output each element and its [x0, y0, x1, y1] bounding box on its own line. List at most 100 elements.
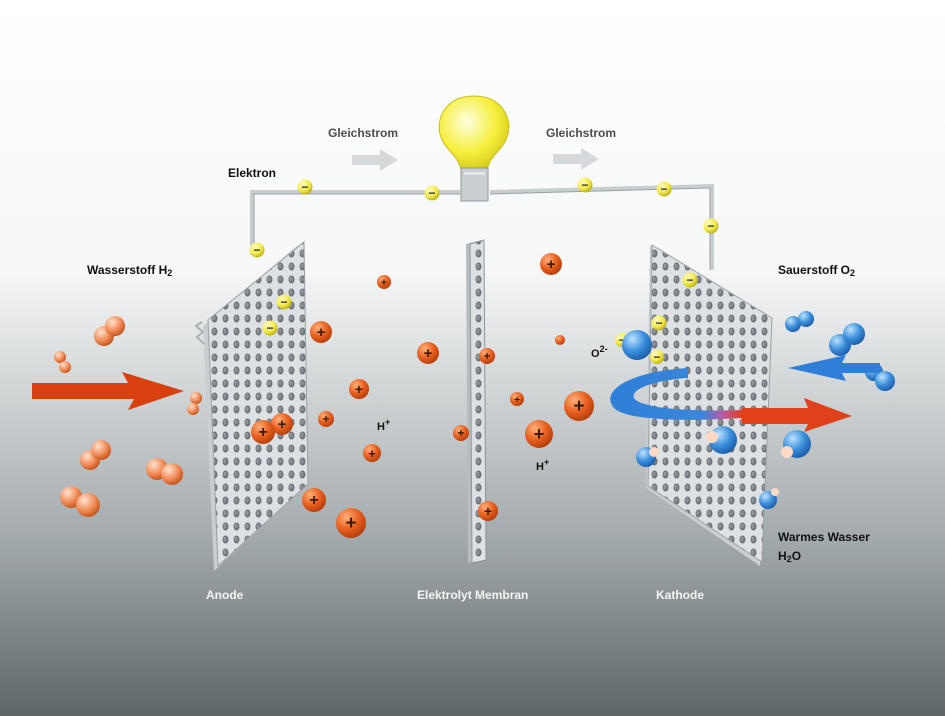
oxygen-molecule-icon	[622, 330, 652, 360]
proton-label-right-text: H	[536, 461, 544, 473]
hydrogen-label: Wasserstoff H2	[87, 263, 172, 278]
proton-icon: +	[453, 425, 469, 441]
cathode-plate	[646, 244, 773, 566]
plus-sign: +	[457, 426, 464, 440]
cathode-label: Kathode	[656, 588, 704, 602]
oxygen-molecule-icon	[785, 311, 814, 332]
direct-current-label-left: Gleichstrom	[328, 126, 399, 140]
plus-sign: +	[345, 513, 356, 534]
circuit-wire	[250, 183, 714, 270]
electron-icon: −	[262, 320, 278, 336]
minus-sign: −	[253, 243, 260, 257]
plus-sign: +	[278, 416, 287, 433]
oxide-ion-label: O2-	[591, 344, 608, 360]
arrow-right-icon	[352, 149, 398, 171]
hydrogen-label-subscript: 2	[167, 268, 173, 278]
proton-icon: +	[302, 488, 326, 512]
electron-icon: −	[297, 179, 313, 195]
oxygen-molecules	[622, 311, 895, 509]
minus-sign: −	[686, 273, 693, 287]
hydrogen-label-text: Wasserstoff H	[87, 263, 168, 277]
proton-label-left-text: H	[377, 421, 385, 433]
oxygen-inflow-arrow	[788, 355, 880, 381]
hydrogen-molecule-icon	[94, 316, 125, 346]
proton-icon: +	[564, 391, 594, 421]
proton-label-right: H+	[536, 457, 549, 473]
proton-icon: +	[478, 501, 498, 521]
hydrogen-molecule-icon	[187, 392, 202, 415]
plus-sign: +	[424, 345, 433, 362]
oxygen-label-subscript: 2	[850, 268, 856, 278]
minus-sign: −	[707, 219, 714, 233]
water-formula-h: H	[778, 549, 787, 563]
plus-sign: +	[381, 277, 387, 289]
proton-icon: +	[417, 342, 439, 364]
oxygen-molecule-icon	[706, 426, 737, 454]
hydrogen-molecule-icon	[80, 440, 111, 470]
proton-icon: +	[318, 411, 334, 427]
plus-sign: +	[483, 349, 490, 363]
water-formula-subscript: 2	[786, 554, 792, 564]
plus-sign: +	[484, 503, 492, 519]
oxygen-molecule-icon	[636, 447, 659, 467]
electron-icon: −	[276, 294, 292, 310]
circuit-wire-shade	[253, 187, 711, 270]
anode-plate	[194, 240, 309, 571]
minus-sign: −	[280, 295, 287, 309]
plus-sign: +	[309, 492, 318, 509]
water-formula-label: H2O	[778, 549, 801, 564]
electron-icon: −	[656, 181, 672, 197]
minus-sign: −	[266, 321, 273, 335]
anode-label: Anode	[206, 588, 244, 602]
light-bulb-icon	[438, 95, 510, 202]
minus-sign: −	[301, 180, 308, 194]
plus-sign: +	[514, 395, 520, 406]
minus-sign: −	[660, 182, 667, 196]
minus-sign: −	[428, 186, 435, 200]
proton-icon: +	[479, 348, 495, 364]
plus-sign: +	[573, 396, 584, 417]
plus-sign: +	[534, 424, 545, 444]
electrons: − − − − − − − − − − − −	[249, 177, 719, 364]
proton-icon: +	[336, 508, 366, 538]
oxygen-label-text: Sauerstoff O	[778, 263, 851, 277]
proton-icon	[555, 335, 565, 345]
arrow-right-icon	[553, 148, 599, 170]
oxygen-molecule-icon	[781, 430, 811, 458]
electron-icon: −	[651, 315, 667, 331]
plus-sign: +	[317, 324, 326, 341]
electron-icon: −	[682, 272, 698, 288]
proton-icon: +	[363, 444, 381, 462]
proton-label-left-superscript: +	[384, 417, 391, 427]
plus-sign: +	[355, 381, 363, 397]
minus-sign: −	[581, 178, 588, 192]
hydrogen-molecule-icon	[60, 486, 100, 517]
warm-water-label: Warmes Wasser	[778, 530, 870, 544]
oxide-ion-text: O	[591, 348, 600, 360]
oxide-ion-flow-arrow	[610, 368, 742, 420]
electron-icon: −	[650, 350, 664, 364]
protons: + + + + + + + + + + + + + + + + +	[251, 253, 594, 538]
hydrogen-molecule-icon	[146, 458, 183, 485]
membrane-plate	[466, 239, 487, 564]
proton-icon: +	[310, 321, 332, 343]
direct-current-label-right: Gleichstrom	[546, 126, 617, 140]
water-formula-o: O	[791, 549, 802, 563]
proton-icon: +	[271, 413, 293, 435]
proton-icon: +	[510, 392, 524, 406]
proton-icon: +	[525, 420, 553, 448]
hydrogen-molecules	[54, 316, 202, 517]
proton-icon: +	[540, 253, 562, 275]
membrane-label: Elektrolyt Membran	[417, 588, 529, 602]
oxide-ion-superscript: 2-	[599, 344, 608, 354]
hydrogen-inflow-arrow	[32, 372, 184, 410]
plus-sign: +	[368, 446, 376, 461]
oxygen-molecule-icon	[759, 488, 779, 509]
minus-sign: −	[618, 333, 625, 347]
hydrogen-molecule-icon	[54, 351, 71, 373]
oxygen-label: Sauerstoff O2	[778, 263, 855, 278]
oxygen-molecule-icon	[829, 323, 865, 356]
proton-icon: +	[349, 379, 369, 399]
electron-label: Elektron	[228, 166, 277, 180]
